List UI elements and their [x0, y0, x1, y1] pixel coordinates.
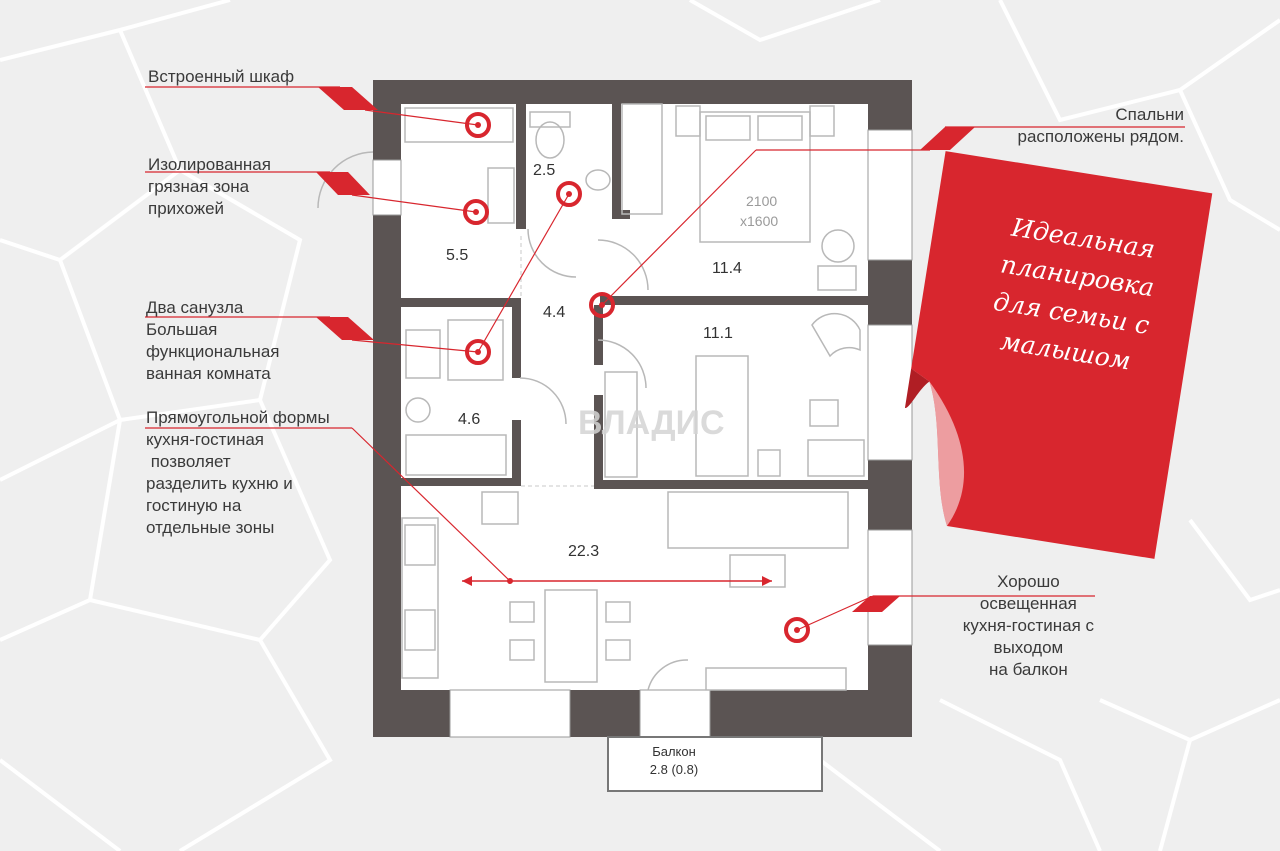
room-corridor-area: 4.4 [543, 304, 565, 321]
bed-height: x1600 [740, 213, 778, 229]
callout-line: Изолированная [148, 155, 271, 174]
note-lines: Идеальная планировка для семьи с малышом [944, 201, 1205, 389]
bed-size-label: 2100 x1600 [740, 193, 778, 229]
callout-line: Хорошо [997, 572, 1060, 591]
target-centers [473, 122, 800, 633]
callout-line: функциональная [146, 342, 280, 361]
zone-dividers [520, 236, 594, 487]
note-card [904, 151, 1213, 559]
windows [372, 129, 913, 738]
room-wc-area: 2.5 [533, 162, 555, 179]
callout-line: Встроенный шкаф [148, 67, 295, 86]
callout-line: ванная комната [146, 364, 271, 383]
furniture [317, 103, 865, 691]
callout-line: освещенная [979, 594, 1077, 613]
callout-lit-kitchen: Хорошо освещенная кухня-гостиная с выход… [963, 571, 1094, 681]
callout-line: позволяет [146, 452, 231, 471]
room-living-area: 22.3 [568, 543, 599, 560]
callout-flags [316, 87, 975, 612]
note-text: Идеальная планировка для семьи с малышом [888, 149, 1213, 557]
balcony [607, 736, 823, 792]
watermark: ВЛАДИС [578, 404, 725, 442]
callout-line: прихожей [148, 199, 225, 218]
floor-area [401, 104, 868, 690]
interior-walls [401, 104, 868, 489]
room-bedroom2-area: 11.1 [703, 325, 733, 342]
callout-line: Большая [146, 320, 218, 339]
balcony-area: 2.8 (0.8) [650, 762, 698, 777]
room-labels: 5.5 2.5 4.4 4.6 11.4 11.1 22.3 [446, 162, 742, 560]
callout-line: Два санузла [146, 298, 244, 317]
callout-line: Спальни [1115, 105, 1184, 124]
callout-line: грязная зона [148, 177, 250, 196]
callout-line: разделить кухню и [146, 474, 293, 493]
callout-line: Прямоугольной формы [146, 408, 330, 427]
room-hall-area: 5.5 [446, 247, 468, 264]
callout-bedrooms: Спальни расположены рядом. [1018, 104, 1184, 148]
balcony-labels: Балкон 2.8 (0.8) [650, 744, 698, 777]
bed-width: 2100 [746, 193, 777, 209]
room-bedroom1-area: 11.4 [712, 260, 742, 277]
callout-kitchen-shape: Прямоугольной формы кухня-гостиная позво… [146, 407, 330, 539]
callout-line: отдельные зоны [146, 518, 275, 537]
callout-wardrobe: Встроенный шкаф [148, 66, 294, 88]
balcony-label: Балкон [652, 744, 696, 759]
callout-leaders [145, 86, 1185, 631]
callout-dirty-zone: Изолированная грязная зона прихожей [148, 154, 271, 220]
callout-bathrooms: Два санузла Большая функциональная ванна… [146, 297, 279, 385]
callout-line: гостиную на [146, 496, 242, 515]
callout-line: расположены рядом. [1017, 127, 1184, 146]
callout-line: выходом [993, 638, 1064, 657]
target-markers [463, 112, 810, 643]
callout-line: на балкон [989, 660, 1068, 679]
callout-line: кухня-гостиная [146, 430, 264, 449]
split-arrow [462, 576, 772, 586]
callout-line: кухня-гостиная с [962, 616, 1094, 635]
room-bath-area: 4.6 [458, 411, 480, 428]
